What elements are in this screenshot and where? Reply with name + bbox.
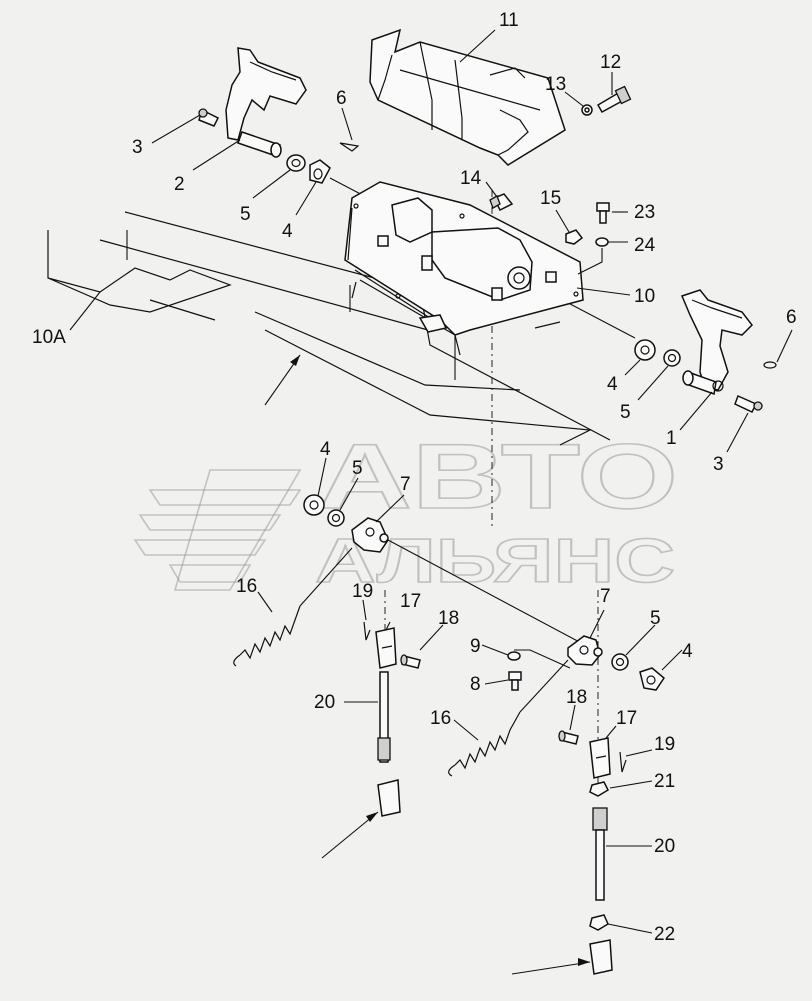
rod-end-right bbox=[589, 939, 613, 975]
clevis-17-left bbox=[375, 627, 397, 669]
washer-9 bbox=[507, 651, 521, 661]
callout-5-lower-right: 5 bbox=[650, 608, 661, 629]
callout-2: 2 bbox=[174, 174, 185, 195]
watermark-logo: АВТО АЛЬЯНС bbox=[133, 425, 679, 597]
callout-13: 13 bbox=[545, 74, 566, 95]
watermark-emblem bbox=[133, 489, 302, 583]
callout-6-right: 6 bbox=[786, 307, 797, 328]
spring-16-right bbox=[448, 659, 569, 777]
callout-8: 8 bbox=[470, 674, 481, 695]
pedal-part-1 bbox=[680, 289, 753, 396]
bushing-4-lower-right bbox=[639, 667, 665, 691]
callout-1: 1 bbox=[666, 428, 677, 449]
washer-5-lower-left bbox=[327, 509, 345, 527]
lever-7-left bbox=[351, 517, 389, 553]
callout-23: 23 bbox=[634, 202, 655, 223]
nut-21 bbox=[589, 781, 609, 797]
callout-4-right: 4 bbox=[607, 374, 618, 395]
rod-end-left bbox=[377, 779, 401, 817]
callout-22: 22 bbox=[654, 924, 675, 945]
callout-18-left: 18 bbox=[438, 608, 459, 629]
callout-16-left: 16 bbox=[236, 576, 257, 597]
callout-7-left: 7 bbox=[400, 474, 411, 495]
grease-fitting-3-right bbox=[734, 394, 763, 413]
grease-fitting-3-left bbox=[198, 108, 220, 127]
washer-5-lower-right bbox=[611, 653, 629, 671]
callout-3-left: 3 bbox=[132, 137, 143, 158]
bolt-12 bbox=[596, 85, 632, 114]
callout-17-right: 17 bbox=[616, 708, 637, 729]
callout-4-upper: 4 bbox=[282, 221, 293, 242]
clevis-17-right bbox=[589, 737, 611, 779]
callout-5-lower-left: 5 bbox=[352, 458, 363, 479]
nut-22 bbox=[589, 914, 609, 931]
callout-21: 21 bbox=[654, 771, 675, 792]
nut-15 bbox=[565, 229, 584, 245]
callout-10a: 10A bbox=[32, 327, 66, 348]
callout-4-lower-left: 4 bbox=[320, 439, 331, 460]
callout-labels: 11 12 13 3 2 6 5 4 14 15 23 24 10 10A 6 … bbox=[32, 10, 797, 945]
callout-5-upper: 5 bbox=[240, 204, 251, 225]
pedal-part-2 bbox=[225, 47, 307, 158]
bushing-4-lower-left bbox=[303, 494, 325, 516]
watermark-line1: АВТО bbox=[318, 426, 678, 528]
rod-20-left bbox=[377, 671, 391, 763]
cross-shaft-axis bbox=[387, 539, 586, 646]
callout-11: 11 bbox=[499, 10, 519, 31]
callout-7-right: 7 bbox=[600, 586, 611, 607]
callout-20-right: 20 bbox=[654, 836, 675, 857]
spring-16-left bbox=[233, 547, 353, 667]
bushing-4-right bbox=[634, 339, 656, 361]
pin-18-left bbox=[400, 654, 421, 669]
callout-20-left: 20 bbox=[314, 692, 335, 713]
callout-15: 15 bbox=[540, 188, 561, 209]
bushing-4-upper-left bbox=[309, 159, 331, 184]
lever-7-right bbox=[567, 635, 603, 666]
callout-4-lower-right: 4 bbox=[682, 641, 693, 662]
callout-18-right: 18 bbox=[566, 687, 587, 708]
watermark-emblem-slant bbox=[173, 469, 302, 591]
leader-lines bbox=[69, 29, 793, 934]
callout-14: 14 bbox=[460, 168, 482, 189]
callout-17-left: 17 bbox=[400, 591, 421, 612]
washer-5-upper-left bbox=[286, 154, 306, 172]
washer-24 bbox=[595, 237, 609, 247]
callout-19-left: 19 bbox=[352, 581, 373, 602]
callout-24: 24 bbox=[634, 235, 656, 256]
pin-6-left bbox=[339, 142, 360, 152]
callout-9: 9 bbox=[470, 636, 481, 657]
callout-6-left: 6 bbox=[336, 88, 347, 109]
pin-6-right bbox=[763, 361, 777, 369]
cover-part-11 bbox=[369, 28, 566, 166]
callout-3-right: 3 bbox=[713, 454, 724, 475]
bolt-23 bbox=[596, 202, 610, 224]
pin-19-right bbox=[619, 751, 627, 773]
bolt-14 bbox=[489, 193, 514, 212]
washer-5-right bbox=[663, 349, 681, 367]
bracket-part-10 bbox=[344, 181, 584, 356]
callout-16-right: 16 bbox=[430, 708, 451, 729]
callout-5-right: 5 bbox=[620, 402, 631, 423]
pin-19-left bbox=[363, 621, 371, 641]
callout-19-right: 19 bbox=[654, 734, 675, 755]
callout-12: 12 bbox=[600, 52, 621, 73]
bolt-8 bbox=[508, 671, 522, 691]
pin-18-right bbox=[558, 730, 579, 745]
callout-10: 10 bbox=[634, 286, 655, 307]
rod-20-right bbox=[592, 807, 608, 901]
